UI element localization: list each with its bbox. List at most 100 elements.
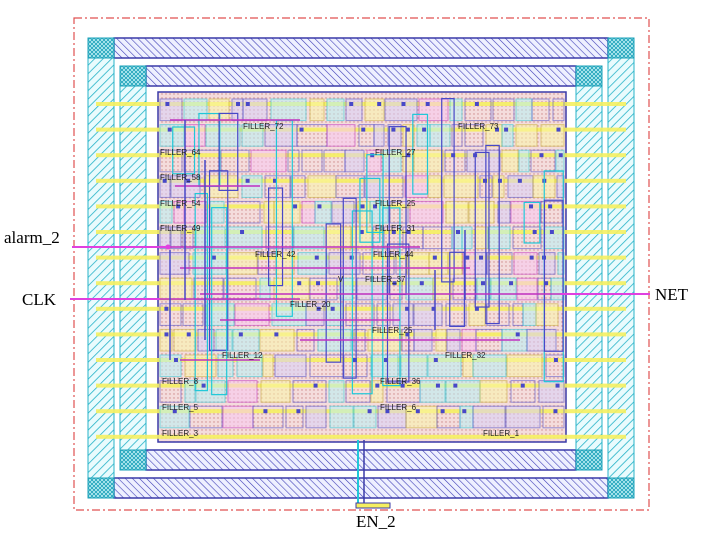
power-rail <box>96 358 626 362</box>
via <box>422 127 427 132</box>
ring-right-outer <box>607 37 635 499</box>
via <box>405 127 410 132</box>
cell-block <box>370 380 384 403</box>
cell-label: FILLER_6 <box>380 403 417 412</box>
via <box>553 409 558 414</box>
cell-label: FILLER_20 <box>290 300 331 309</box>
en-pin-pad <box>355 502 391 509</box>
via <box>544 281 549 286</box>
via <box>272 178 277 183</box>
cell-block <box>274 354 307 378</box>
via <box>529 255 534 260</box>
cell-label: FILLER_12 <box>222 351 263 360</box>
cell-label: FILLER_58 <box>160 173 201 182</box>
via <box>495 127 500 132</box>
cell-block <box>409 200 444 224</box>
via <box>400 383 405 388</box>
via <box>162 178 167 183</box>
metal-route <box>359 177 381 243</box>
cell-block <box>325 226 352 250</box>
via <box>480 281 485 286</box>
cell-block <box>501 124 514 147</box>
metal-route <box>441 98 455 283</box>
cell-block <box>205 124 241 147</box>
via <box>451 153 456 158</box>
ring-top-outer <box>113 37 609 59</box>
cell-block <box>472 354 507 378</box>
cell-label: FILLER_42 <box>255 250 296 259</box>
power-rail <box>96 178 626 183</box>
corner-via <box>119 65 147 87</box>
cell-block <box>345 303 375 326</box>
via <box>299 127 304 132</box>
via <box>515 332 520 337</box>
power-rail <box>96 383 626 388</box>
via <box>173 358 178 362</box>
cell-block <box>497 200 511 224</box>
cell-block <box>540 124 565 147</box>
cell-block <box>419 380 446 403</box>
cell-block <box>270 98 307 122</box>
via <box>405 306 410 311</box>
cell-block <box>384 98 418 122</box>
ring-top-inner <box>145 65 577 87</box>
via <box>391 230 396 234</box>
cell-block <box>205 303 235 326</box>
pin-label-clk: CLK <box>22 290 57 309</box>
via <box>360 204 365 209</box>
via <box>529 204 534 209</box>
cell-block <box>252 405 284 429</box>
via <box>532 230 537 234</box>
cell-block <box>542 405 565 429</box>
cell-block <box>182 303 204 326</box>
cell-label: FILLER_25 <box>372 326 413 335</box>
via <box>405 332 410 337</box>
cell-label: FILLER_72 <box>243 122 284 131</box>
via <box>453 383 458 388</box>
cell-block <box>173 200 185 224</box>
cell-block <box>468 200 495 224</box>
via <box>548 204 553 209</box>
cell-block <box>259 328 295 352</box>
cell-block <box>287 149 300 173</box>
via <box>474 102 479 106</box>
cell-block <box>373 124 385 147</box>
cell-block <box>232 328 260 352</box>
cell-block <box>314 200 332 224</box>
cell-label: FILLER_49 <box>160 224 201 233</box>
via <box>383 358 388 362</box>
cell-block <box>550 277 565 301</box>
cell-block <box>297 252 328 275</box>
cell-block <box>443 175 479 198</box>
cell-block <box>413 149 444 173</box>
cell-block <box>329 405 354 429</box>
pin-wires <box>70 244 650 509</box>
corner-via <box>607 37 635 59</box>
cell-block <box>159 226 171 250</box>
cell-block <box>159 98 183 122</box>
via <box>555 383 560 388</box>
via <box>316 281 321 286</box>
cell-label: FILLER_1 <box>483 429 520 438</box>
cell-block <box>226 252 258 275</box>
via <box>349 102 354 106</box>
power-rail <box>96 306 626 311</box>
cell-block <box>159 405 190 429</box>
cell-block <box>159 124 185 147</box>
metal-route <box>342 197 357 379</box>
cell-label: FILLER_32 <box>445 351 486 360</box>
cell-label: FILLER_8 <box>162 377 199 386</box>
cell-block <box>326 98 345 122</box>
via <box>359 230 364 234</box>
cell-block <box>326 124 356 147</box>
via <box>392 281 397 286</box>
metal-route <box>485 144 500 325</box>
cell-block <box>344 149 365 173</box>
cell-block <box>215 328 233 352</box>
via <box>401 102 406 106</box>
via <box>556 127 561 132</box>
cell-block <box>428 252 449 275</box>
cell-label: FILLER_44 <box>373 250 414 259</box>
via <box>539 153 544 158</box>
metal-route <box>543 199 564 352</box>
